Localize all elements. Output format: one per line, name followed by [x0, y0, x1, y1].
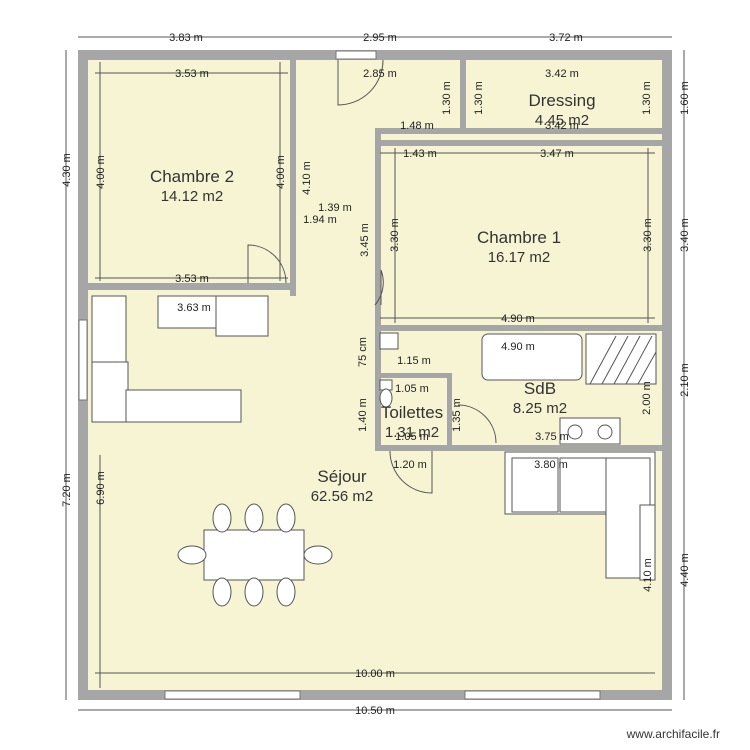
dim-sejour-left: 6.90 m	[95, 471, 107, 505]
dim-sofa-width: 3.80 m	[534, 459, 568, 471]
kitchen-counter	[91, 295, 127, 363]
dim-corridor-mid: 1.48 m	[400, 120, 434, 132]
room-area-toilettes: 1.31 m2	[385, 424, 439, 441]
room-name-dressing: Dressing	[528, 91, 595, 110]
room-area-sdb: 8.25 m2	[513, 400, 567, 417]
dim-right-1: 1.60 m	[679, 81, 691, 115]
dim-dressing-top: 3.42 m	[545, 68, 579, 80]
dim-kitchen-unit: 3.63 m	[177, 302, 211, 314]
dim-dressing-left-b: 1.30 m	[473, 81, 485, 115]
windows	[78, 50, 601, 700]
room-name-chambre2: Chambre 2	[150, 167, 234, 186]
dim-ch1-right: 3.30 m	[642, 218, 654, 252]
dim-toil-inner-top: 1.05 m	[395, 383, 429, 395]
dim-passage-1: 1.39 m	[318, 202, 352, 214]
dim-ch1-top-left: 1.43 m	[403, 148, 437, 160]
room-area-chambre2: 14.12 m2	[161, 188, 224, 205]
bathtub	[481, 333, 583, 381]
dim-top-1: 3.83 m	[169, 32, 203, 44]
furniture	[91, 295, 657, 607]
dim-toil-side: 75 cm	[357, 337, 369, 367]
dim-dressing-right: 1.30 m	[641, 81, 653, 115]
dim-sdb-bottom: 3.75 m	[535, 431, 569, 443]
dim-corridor-top: 2.85 m	[363, 68, 397, 80]
dim-right-4: 4.40 m	[679, 553, 691, 587]
dim-top-3: 3.72 m	[549, 32, 583, 44]
dim-toil-bottom: 1.20 m	[393, 459, 427, 471]
dim-dressing-bottom: 3.42 m	[545, 120, 579, 132]
kitchen-island	[91, 361, 129, 423]
room-name-toilettes: Toilettes	[381, 403, 443, 422]
dim-passage-2: 1.94 m	[303, 214, 337, 226]
dim-toil-left: 1.40 m	[357, 398, 369, 432]
dim-sejour-bottom: 10.00 m	[355, 668, 395, 680]
dim-ch1-outer-left: 3.45 m	[359, 223, 371, 257]
dim-left-lower: 7.20 m	[61, 473, 73, 507]
room-area-chambre1: 16.17 m2	[488, 249, 551, 266]
room-name-chambre1: Chambre 1	[477, 228, 561, 247]
dim-right-2: 3.40 m	[679, 218, 691, 252]
dim-corridor-height: 4.10 m	[301, 161, 313, 195]
dim-ch2-left: 4.00 m	[95, 155, 107, 189]
dim-sdb-right: 2.00 m	[641, 381, 653, 415]
room-name-sejour: Séjour	[317, 467, 366, 486]
dim-ch1-top-right: 3.47 m	[540, 148, 574, 160]
dim-toil-top: 1.15 m	[397, 355, 431, 367]
doors	[247, 59, 497, 494]
room-labels: Chambre 2 14.12 m2 Dressing 4.45 m2 Cham…	[150, 91, 596, 505]
room-name-sdb: SdB	[524, 379, 556, 398]
dimension-labels: 3.83 m 2.95 m 3.72 m 10.50 m 4.30 m 7.20…	[61, 32, 691, 717]
credit-text: www.archifacile.fr	[626, 727, 720, 741]
stove	[157, 295, 217, 329]
dim-toil-inner-bottom: 1.05 m	[395, 431, 429, 443]
dim-dressing-left-a: 1.30 m	[441, 81, 453, 115]
dim-ch1-bottom: 4.90 m	[501, 313, 535, 325]
dim-ch1-left: 3.30 m	[389, 218, 401, 252]
room-area-dressing: 4.45 m2	[535, 112, 589, 129]
dim-top-2: 2.95 m	[363, 32, 397, 44]
dim-ch2-bottom: 3.53 m	[175, 273, 209, 285]
kitchen-bar	[125, 389, 242, 423]
dim-sofa-right: 4.10 m	[642, 558, 654, 592]
dim-toil-right: 1.35 m	[451, 398, 463, 432]
dim-ch2-top: 3.53 m	[175, 68, 209, 80]
dim-sdb-top: 4.90 m	[501, 341, 535, 353]
dining-table	[203, 529, 305, 581]
dim-ch2-right: 4.00 m	[275, 155, 287, 189]
dim-right-3: 2.10 m	[679, 363, 691, 397]
shower-hatch	[589, 335, 657, 385]
sink	[215, 295, 269, 337]
dim-left-upper: 4.30 m	[61, 153, 73, 187]
shower	[585, 333, 657, 385]
room-area-sejour: 62.56 m2	[311, 488, 374, 505]
dimension-lines	[65, 36, 685, 711]
dim-bottom-total: 10.50 m	[355, 705, 395, 717]
